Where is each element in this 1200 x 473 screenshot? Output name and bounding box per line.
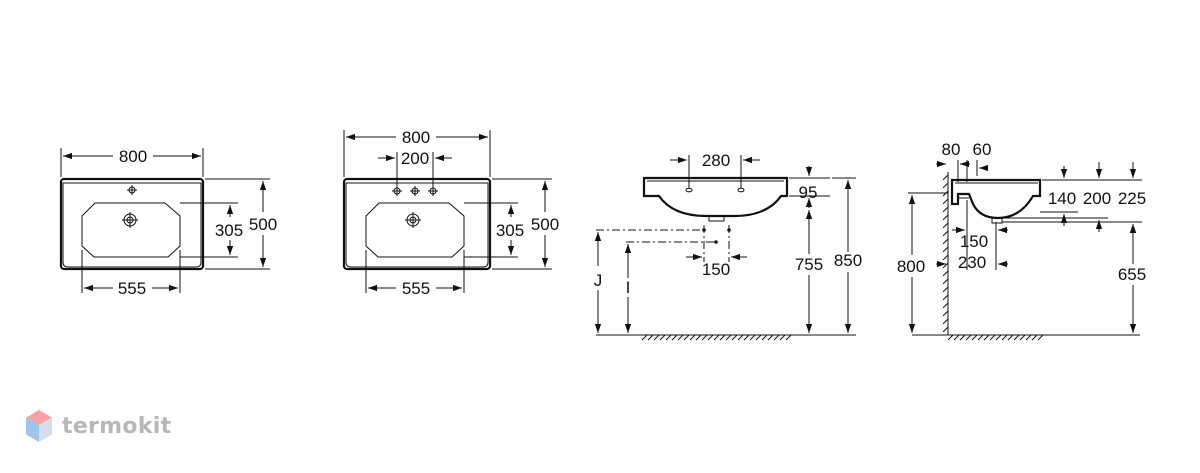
- drain-symbol: [122, 212, 138, 228]
- dim-basin-305: 305: [215, 221, 243, 240]
- tap-hole-symbol: [127, 185, 137, 195]
- dim-drain-offset-150: 150: [702, 260, 730, 279]
- label-i: I: [626, 278, 631, 297]
- tap-holes-symbol: [392, 186, 438, 196]
- hexagon-logo-icon: [26, 410, 52, 442]
- dim-basin-555: 555: [402, 279, 430, 298]
- dim-tap-centers-280: 280: [702, 151, 730, 170]
- basin-side-profile: [950, 178, 1042, 220]
- basin-outline: [59, 177, 205, 271]
- dim-60: 60: [973, 140, 992, 159]
- dim-150: 150: [960, 232, 988, 251]
- dim-tap-spacing-200: 200: [401, 149, 429, 168]
- dim-height-850: 850: [834, 251, 862, 270]
- dim-basin-305: 305: [496, 221, 524, 240]
- dim-140: 140: [1048, 189, 1076, 208]
- front-elevation-view: 280 95 755 850 J I 150: [594, 151, 862, 341]
- bowl-outline: [365, 202, 465, 258]
- dim-height-655: 655: [1118, 265, 1146, 284]
- dim-width-800: 800: [119, 147, 147, 166]
- dim-225: 225: [1118, 189, 1146, 208]
- bowl-outline: [81, 202, 181, 258]
- dim-height-800: 800: [897, 257, 925, 276]
- termokit-watermark: termokit: [24, 408, 171, 444]
- drain-symbol: [405, 212, 421, 228]
- floor-hatch: [641, 334, 792, 341]
- drain-outlet: [708, 216, 725, 222]
- tap-hole-marks: [685, 187, 745, 193]
- watermark-text: termokit: [62, 413, 172, 439]
- dim-width-800: 800: [402, 128, 430, 147]
- dim-depth-500: 500: [531, 215, 559, 234]
- side-profile-view: 80 60 140 200 225 150 230 800: [897, 140, 1146, 341]
- basin-inner-rim: [345, 182, 489, 268]
- dim-basin-555: 555: [118, 279, 146, 298]
- wall-hatch: [942, 174, 949, 333]
- dim-230: 230: [958, 253, 986, 272]
- dim-rim-95: 95: [799, 183, 818, 202]
- top-view-three-holes: 800 200 500 305 555: [342, 128, 559, 298]
- drain-outlet: [991, 218, 1003, 224]
- dim-80: 80: [942, 140, 961, 159]
- label-j: J: [594, 271, 603, 290]
- top-view-single-hole: 800 500 305 555: [59, 147, 277, 298]
- basin-inner-rim: [62, 182, 202, 268]
- floor-hatch: [947, 334, 1044, 341]
- dim-height-755: 755: [795, 255, 823, 274]
- basin-front-profile: [642, 176, 789, 218]
- dim-depth-500: 500: [249, 215, 277, 234]
- dim-200: 200: [1083, 189, 1111, 208]
